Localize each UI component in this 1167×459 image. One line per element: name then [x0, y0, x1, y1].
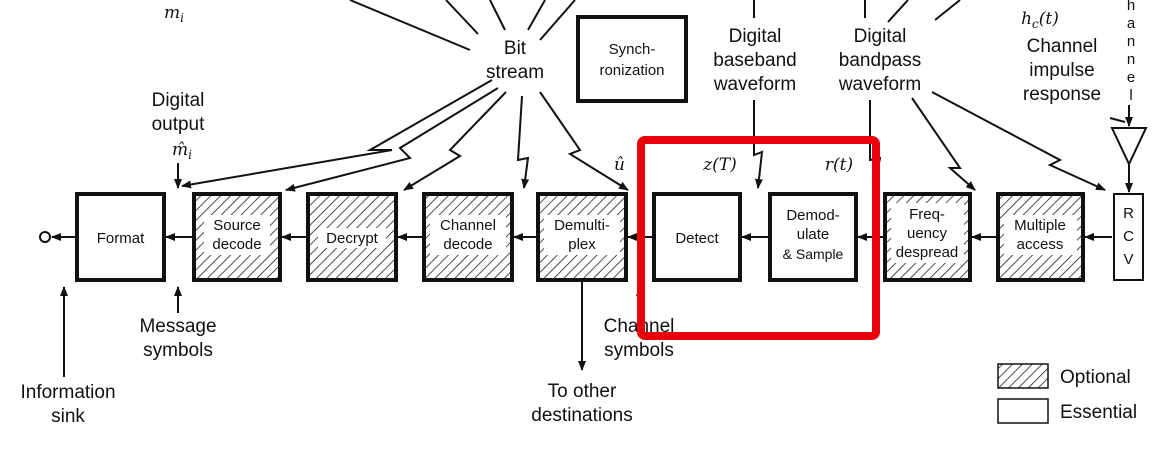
block-multiple-access: Multiple access [996, 192, 1085, 282]
label-bandpass-1: Digital [854, 26, 907, 47]
bandpass-arrow-to-ma [931, 91, 1106, 191]
legend-essential-label: Essential [1060, 402, 1137, 423]
bit-stream-arrow-to-chdec [516, 95, 530, 189]
label-baseband-1: Digital [729, 26, 782, 47]
label-channel-impulse-2: impulse [1029, 60, 1094, 81]
block-rcv-label-v: V [1123, 251, 1133, 268]
label-m-hat: m̂i [172, 140, 192, 162]
antenna-icon [1110, 105, 1148, 193]
label-other-destinations-1: To other [548, 381, 617, 402]
label-m-i: mi [164, 3, 184, 25]
channel-vertical-char-5: e [1127, 69, 1135, 86]
bit-stream-arrow-top-2 [489, 0, 506, 31]
block-frequency-despread-label-2: uency [907, 225, 948, 242]
block-decrypt-label: Decrypt [326, 230, 379, 247]
block-demodulate-label-3: & Sample [783, 246, 844, 262]
label-channel-vertical: h a n n e l [1127, 0, 1136, 104]
label-bit-stream-2: stream [486, 62, 544, 83]
block-rcv-label-r: R [1123, 205, 1134, 222]
bit-stream-arrow-to-srcdec [285, 87, 499, 192]
block-demultiplex-label-2: plex [568, 236, 596, 253]
label-message-symbols-1: Message [139, 316, 216, 337]
label-information-sink-2: sink [51, 406, 85, 427]
block-detect: Detect [652, 192, 742, 282]
channel-vertical-char-4: n [1127, 51, 1135, 68]
baseband-arrow-to-demod [753, 100, 764, 189]
legend-optional-label: Optional [1060, 367, 1131, 388]
block-source-decode-label-1: Source [213, 217, 261, 234]
label-r-t: r(t) [825, 155, 853, 175]
channel-vertical-char-1: h [1127, 0, 1135, 14]
bandpass-arrow-top-2 [887, 0, 909, 23]
block-demodulate-label-2: ulate [797, 226, 830, 243]
block-channel-decode: Channel decode [422, 192, 514, 282]
bandpass-arrow-top-3 [934, 0, 961, 21]
bit-stream-arrow-to-demux [539, 91, 629, 191]
channel-vertical-char-3: n [1127, 33, 1135, 50]
bit-stream-arrow-top-4 [349, 0, 471, 51]
block-channel-decode-label-1: Channel [440, 217, 496, 234]
label-hc-t: hc(t) [1021, 9, 1059, 31]
label-message-symbols-2: symbols [143, 340, 213, 361]
label-bandpass-2: bandpass [839, 50, 921, 71]
label-bit-stream-1: Bit [504, 38, 527, 59]
label-information-sink-1: Information [20, 382, 115, 403]
channel-arrow-to-antenna [1109, 117, 1126, 123]
label-digital-output-1: Digital [152, 90, 205, 111]
block-frequency-despread-label-1: Freq- [909, 206, 945, 223]
channel-vertical-char-6: l [1129, 87, 1132, 104]
block-demodulate: Demod- ulate & Sample [768, 192, 858, 282]
block-multiple-access-label-2: access [1017, 236, 1064, 253]
block-source-decode: Source decode [192, 192, 282, 282]
legend: Optional Essential [997, 363, 1137, 424]
block-demultiplex-label-1: Demulti- [554, 217, 610, 234]
sink-terminal [39, 231, 51, 243]
block-synchronization: Synch- ronization [576, 15, 688, 103]
label-channel-symbols-2: symbols [604, 340, 674, 361]
block-rcv: R C V [1113, 193, 1144, 281]
block-demultiplex: Demulti- plex [536, 192, 628, 282]
block-frequency-despread: Freq- uency despread [883, 192, 972, 282]
legend-optional-swatch [997, 363, 1049, 389]
legend-essential-swatch [997, 398, 1049, 424]
label-baseband-2: baseband [713, 50, 796, 71]
sync-label-1: Synch- [609, 41, 656, 58]
label-z-t: z(T) [702, 155, 737, 175]
label-channel-impulse-1: Channel [1027, 36, 1098, 57]
block-detect-label: Detect [675, 230, 719, 247]
label-other-destinations-2: destinations [531, 405, 632, 426]
label-digital-output-2: output [152, 114, 206, 135]
block-demodulate-label-1: Demod- [786, 207, 839, 224]
sync-label-2: ronization [599, 62, 664, 79]
highlight-box [637, 136, 880, 340]
label-channel-impulse-3: response [1023, 84, 1101, 105]
bit-stream-arrow-top-3 [527, 0, 546, 31]
bit-stream-arrow-top-5 [539, 0, 576, 41]
channel-vertical-char-2: a [1127, 15, 1136, 32]
label-bandpass-3: waveform [838, 74, 921, 95]
label-u-hat: û [614, 155, 625, 175]
label-baseband-3: waveform [713, 74, 796, 95]
block-decrypt: Decrypt [306, 192, 398, 282]
block-format-label: Format [97, 230, 145, 247]
bandpass-arrow-to-freq [911, 97, 976, 191]
block-frequency-despread-label-3: despread [896, 244, 959, 261]
bit-stream-arrow-top-1 [445, 0, 479, 35]
block-rcv-label-c: C [1123, 228, 1134, 245]
block-format: Format [75, 192, 166, 282]
bit-stream-arrow-to-decrypt [403, 91, 507, 191]
block-source-decode-label-2: decode [212, 236, 261, 253]
bit-stream-arrow-to-format [181, 79, 493, 189]
block-multiple-access-label-1: Multiple [1014, 217, 1066, 234]
block-channel-decode-label-2: decode [443, 236, 492, 253]
